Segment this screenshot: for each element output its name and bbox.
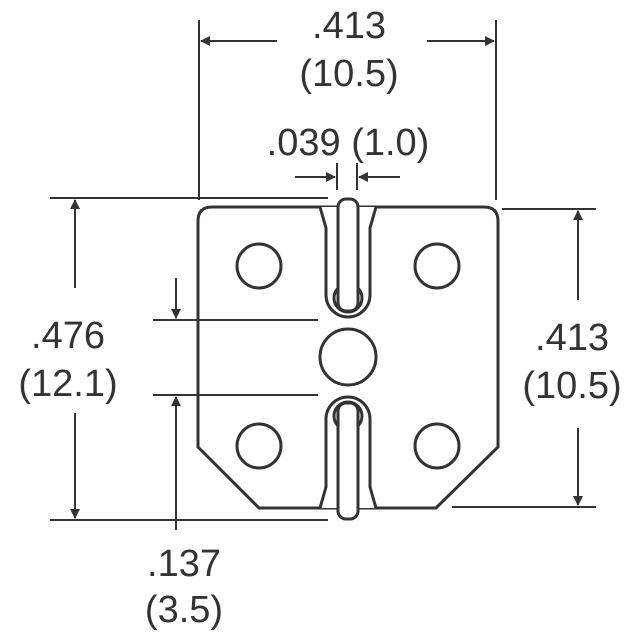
left-height-inches: .476 xyxy=(31,315,105,357)
pin-gap-mm: (3.5) xyxy=(145,589,223,631)
left-height-mm: (12.1) xyxy=(18,363,117,405)
pin-width-label: .039 (1.0) xyxy=(267,122,430,164)
top-width-mm: (10.5) xyxy=(299,53,398,95)
mounting-hole-bottom-left xyxy=(235,422,283,470)
bottom-pin xyxy=(336,401,360,521)
mounting-hole-top-right xyxy=(413,242,461,290)
pin-gap-inches: .137 xyxy=(147,543,221,585)
mounting-hole-bottom-right xyxy=(413,422,461,470)
right-height-mm: (10.5) xyxy=(522,365,621,407)
center-hole xyxy=(318,327,378,387)
top-pin xyxy=(336,197,360,313)
right-height-inches: .413 xyxy=(535,317,609,359)
top-width-inches: .413 xyxy=(312,5,386,47)
mounting-hole-top-left xyxy=(235,242,283,290)
